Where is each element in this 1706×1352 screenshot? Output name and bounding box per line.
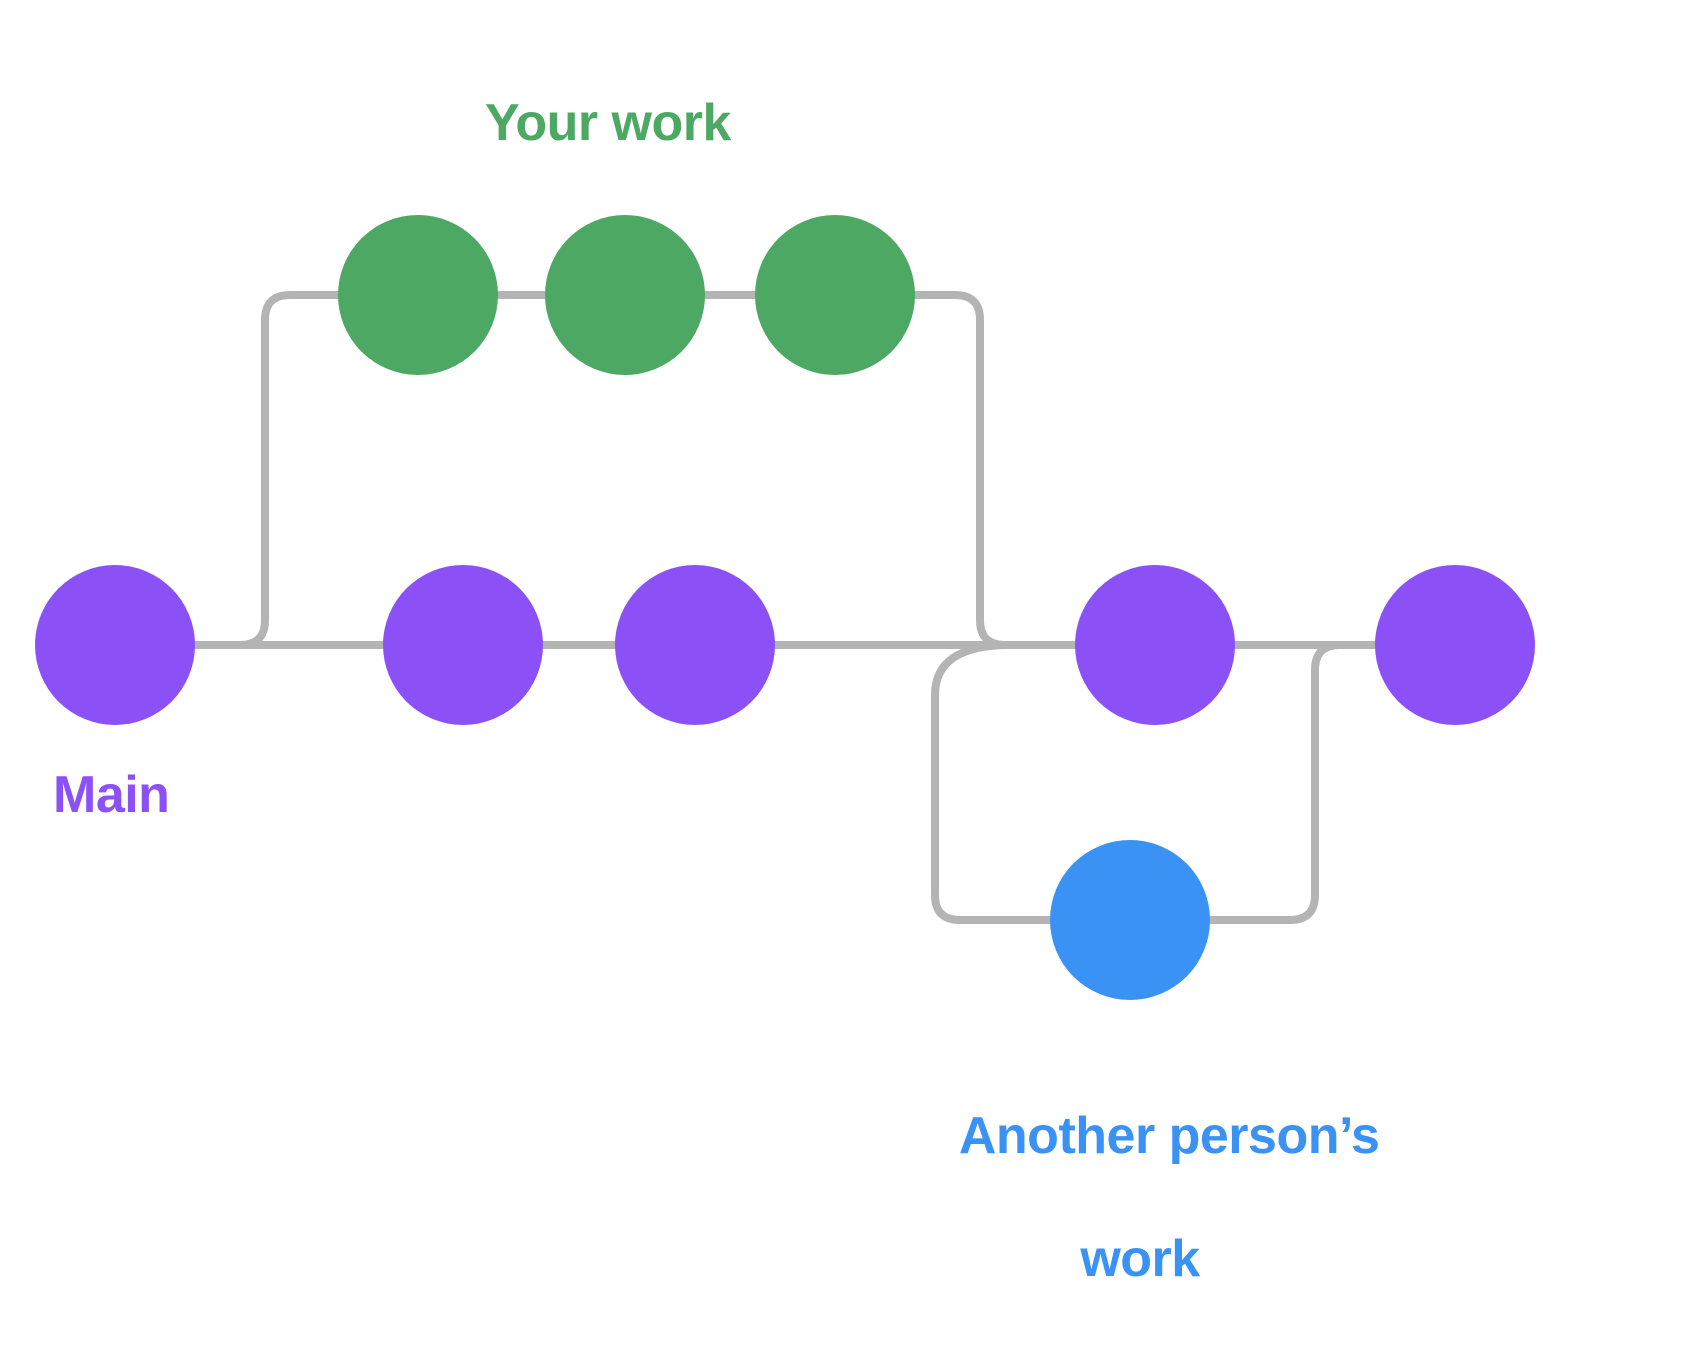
- connector-merge-in-your-work: [911, 291, 1009, 649]
- branch-label-your-work: Your work: [485, 94, 731, 152]
- branch-another-person-nodes: [1050, 840, 1210, 1000]
- branch-your-work-nodes: [338, 215, 915, 375]
- commit-node-your-work-3[interactable]: [755, 215, 915, 375]
- commit-node-main-5[interactable]: [1375, 565, 1535, 725]
- connector-branch-out-your-work: [236, 291, 344, 649]
- branch-label-another-person-line2: work: [1080, 1230, 1200, 1289]
- branch-label-another-person: Another person’s work: [905, 1045, 1380, 1352]
- commit-node-another-person-1[interactable]: [1050, 840, 1210, 1000]
- commit-node-main-3[interactable]: [615, 565, 775, 725]
- connector-merge-in-other: [1201, 641, 1344, 924]
- commit-node-main-1[interactable]: [35, 565, 195, 725]
- commit-node-your-work-1[interactable]: [338, 215, 498, 375]
- connector-lines: [191, 291, 1379, 924]
- connector-branch-out-other: [931, 641, 1059, 924]
- commit-node-main-2[interactable]: [383, 565, 543, 725]
- branch-label-main: Main: [53, 766, 170, 824]
- commit-node-main-4[interactable]: [1075, 565, 1235, 725]
- branch-main-nodes: [35, 565, 1535, 725]
- branch-label-another-person-line1: Another person’s: [958, 1107, 1380, 1166]
- commit-node-your-work-2[interactable]: [545, 215, 705, 375]
